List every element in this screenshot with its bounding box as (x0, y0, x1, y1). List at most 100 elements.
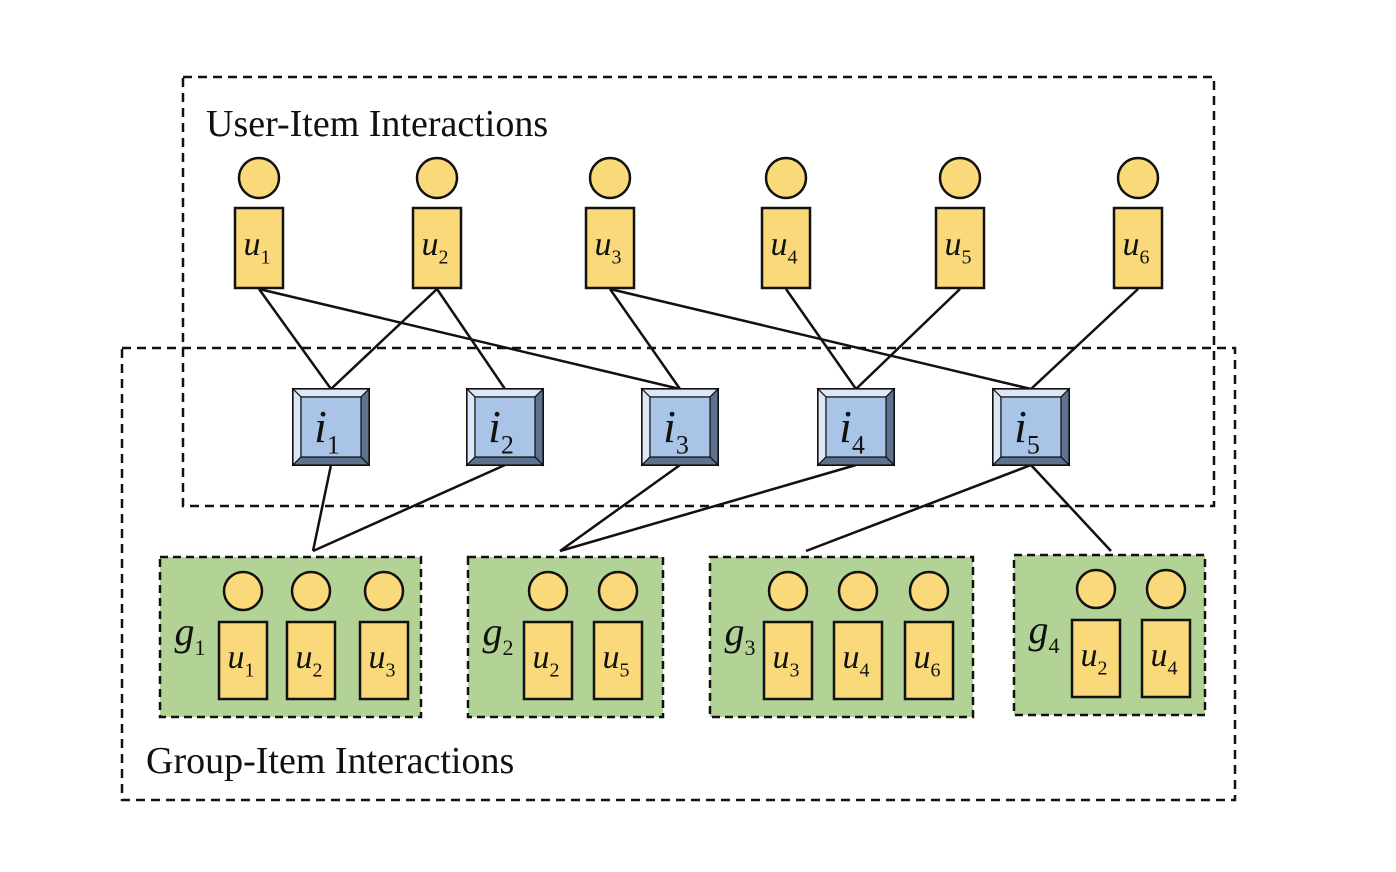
group-label: g2 (483, 609, 514, 660)
item-bevel-right (360, 387, 370, 467)
user-item-edge (257, 288, 333, 390)
group-member: u5 (592, 570, 644, 701)
group-item-edge (805, 463, 1032, 553)
member-head-icon (363, 570, 405, 612)
user-item-edge (608, 288, 682, 390)
member-label: u3 (773, 639, 800, 682)
member-head-icon (1145, 568, 1187, 610)
user-body (233, 206, 285, 290)
user-node-u2: u2 (411, 156, 463, 290)
user-head-icon (415, 156, 459, 200)
group-item-edge (559, 463, 681, 553)
item-bevel-top (465, 388, 545, 398)
item-bevel-top (291, 388, 371, 398)
item-bevel-right (1060, 387, 1070, 467)
group-member: u2 (522, 570, 574, 701)
item-node-i3: i3 (640, 387, 720, 467)
user-body (1112, 206, 1164, 290)
member-label: u5 (603, 639, 630, 682)
member-head-icon (908, 570, 950, 612)
item-label: i3 (663, 401, 689, 460)
member-body (285, 620, 337, 701)
item-bevel-left (292, 387, 302, 467)
user-node-u3: u3 (584, 156, 636, 290)
group-label: g3 (725, 609, 756, 660)
user-item-region-label: User-Item Interactions (206, 103, 548, 145)
member-body (217, 620, 269, 701)
member-head-icon (597, 570, 639, 612)
item-node-i1: i1 (291, 387, 371, 467)
group-member: u4 (1140, 568, 1192, 699)
group-node-g2: g2 u2 u5 (466, 555, 665, 719)
item-label: i4 (839, 401, 865, 460)
member-label: u4 (843, 639, 870, 682)
member-label: u2 (533, 639, 560, 682)
group-member: u4 (832, 570, 884, 701)
user-label: u5 (945, 226, 972, 269)
group-member: u3 (358, 570, 410, 701)
user-body (760, 206, 812, 290)
member-label: u4 (1151, 637, 1178, 680)
member-body (522, 620, 574, 701)
item-face (474, 396, 536, 458)
item-face (1000, 396, 1062, 458)
edges-layer (257, 287, 1139, 553)
member-body (1140, 618, 1192, 699)
member-body (358, 620, 410, 701)
member-head-icon (767, 570, 809, 612)
member-head-icon (527, 570, 569, 612)
group-item-region-label: Group-Item Interactions (146, 740, 514, 782)
user-item-edge (330, 288, 438, 390)
user-head-icon (764, 156, 808, 200)
user-node-u5: u5 (934, 156, 986, 290)
group-member: u3 (762, 570, 814, 701)
item-bevel-right (709, 387, 719, 467)
group-item-edge (312, 463, 506, 553)
user-head-icon (588, 156, 632, 200)
item-bevel-top (816, 388, 896, 398)
member-label: u1 (228, 639, 255, 682)
user-item-region (181, 75, 1216, 508)
item-face (825, 396, 887, 458)
member-body (1070, 618, 1122, 699)
user-item-edge (435, 288, 507, 390)
user-head-icon (938, 156, 982, 200)
member-body (762, 620, 814, 701)
item-node-i4: i4 (816, 387, 896, 467)
item-bevel-left (992, 387, 1002, 467)
user-node-u4: u4 (760, 156, 812, 290)
member-head-icon (290, 570, 332, 612)
group-member: u2 (285, 570, 337, 701)
user-body (411, 206, 463, 290)
item-face (300, 396, 362, 458)
group-item-edge (311, 464, 333, 552)
item-label: i1 (314, 401, 340, 460)
member-label: u2 (296, 639, 323, 682)
user-item-edge (855, 288, 961, 390)
item-label: i2 (488, 401, 514, 460)
group-member: u1 (217, 570, 269, 701)
user-head-icon (237, 156, 281, 200)
member-body (832, 620, 884, 701)
member-body (592, 620, 644, 701)
group-node-g3: g3 u3 u4 u6 (708, 555, 975, 719)
group-member: u6 (903, 570, 955, 701)
member-head-icon (1075, 568, 1117, 610)
member-head-icon (222, 570, 264, 612)
user-node-u6: u6 (1112, 156, 1164, 290)
group-label: g4 (1029, 607, 1060, 658)
user-label: u3 (595, 226, 622, 269)
user-body (584, 206, 636, 290)
member-label: u6 (914, 639, 941, 682)
user-label: u6 (1123, 226, 1150, 269)
item-node-i2: i2 (465, 387, 545, 467)
item-bevel-right (885, 387, 895, 467)
user-label: u4 (771, 226, 798, 269)
user-label: u2 (422, 226, 449, 269)
